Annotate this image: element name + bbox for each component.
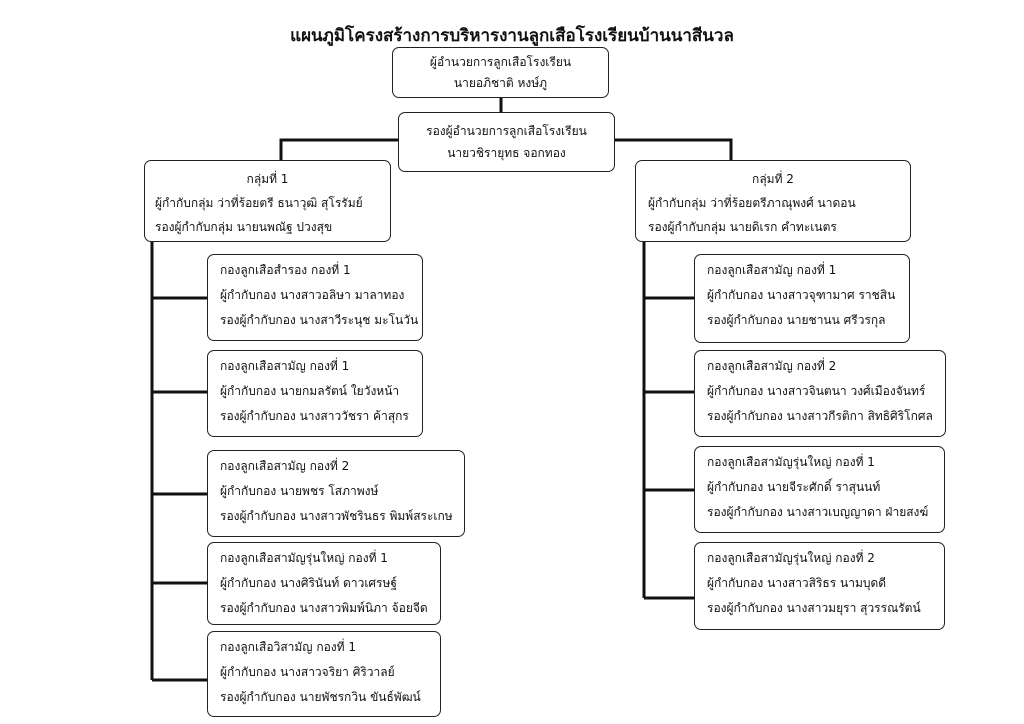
group-title: กลุ่มที่ 1 xyxy=(246,172,289,186)
unit-name: กองลูกเสือสามัญรุ่นใหญ่ กองที่ 2 xyxy=(707,551,875,565)
group-title: กลุ่มที่ 2 xyxy=(752,172,794,186)
unit-leader: ผู้กำกับกอง นางสาวจริยา ศิริวาลย์ xyxy=(220,665,395,679)
unit-box: กองลูกเสือสามัญ กองที่ 2 ผู้กำกับกอง นาง… xyxy=(694,350,946,437)
chart-title: แผนภูมิโครงสร้างการบริหารงานลูกเสือโรงเร… xyxy=(290,26,734,46)
unit-box: กองลูกเสือสำรอง กองที่ 1 ผู้กำกับกอง นาง… xyxy=(207,254,423,341)
unit-deputy: รองผู้กำกับกอง นางสาวเบญญาดา ฝ่ายสงฆ์ xyxy=(707,505,929,519)
unit-leader: ผู้กำกับกอง นางสาวอลิษา มาลาทอง xyxy=(220,288,405,302)
unit-leader: ผู้กำกับกอง นางศิรินันท์ ดาวเศรษฐ์ xyxy=(220,576,398,590)
group-leader: ผู้กำกับกลุ่ม ว่าที่ร้อยตรี ธนาวุฒิ สุโร… xyxy=(155,196,363,210)
unit-box: กองลูกเสือวิสามัญ กองที่ 1 ผู้กำกับกอง น… xyxy=(207,631,441,717)
group-deputy: รองผู้กำกับกลุ่ม นายนพณัฐ ปวงสุข xyxy=(155,220,333,234)
unit-box: กองลูกเสือสามัญ กองที่ 2 ผู้กำกับกอง นาย… xyxy=(207,450,465,537)
unit-name: กองลูกเสือสามัญ กองที่ 2 xyxy=(707,359,837,373)
unit-leader: ผู้กำกับกอง นางสาวจุฑามาศ ราชสิน xyxy=(707,288,896,302)
unit-deputy: รองผู้กำกับกอง นายพัชรกวิน ขันธ์พัฒน์ xyxy=(220,690,421,704)
unit-box: กองลูกเสือสามัญ กองที่ 1 ผู้กำกับกอง นาย… xyxy=(207,350,423,437)
unit-leader: ผู้กำกับกอง นางสาวจินตนา วงศ์เมืองจันทร์ xyxy=(707,384,926,398)
unit-box: กองลูกเสือสามัญรุ่นใหญ่ กองที่ 1 ผู้กำกั… xyxy=(207,542,441,625)
unit-name: กองลูกเสือสามัญรุ่นใหญ่ กองที่ 1 xyxy=(220,551,388,565)
unit-deputy: รองผู้กำกับกอง นางสาวพิมพ์นิภา จ้อยจีด xyxy=(220,601,428,615)
group-2-box: กลุ่มที่ 2 ผู้กำกับกลุ่ม ว่าที่ร้อยตรีภา… xyxy=(635,160,911,242)
unit-name: กองลูกเสือสามัญ กองที่ 1 xyxy=(220,359,350,373)
unit-box: กองลูกเสือสามัญรุ่นใหญ่ กองที่ 2 ผู้กำกั… xyxy=(694,542,945,630)
group-deputy: รองผู้กำกับกลุ่ม นายดิเรก คำทะเนตร xyxy=(648,220,837,234)
deputy-name: นายวชิรายุทธ จอกทอง xyxy=(447,146,566,160)
group-leader: ผู้กำกับกลุ่ม ว่าที่ร้อยตรีภาณุพงศ์ นาดอ… xyxy=(648,196,856,210)
deputy-role: รองผู้อำนวยการลูกเสือโรงเรียน xyxy=(426,124,587,138)
director-box: ผู้อำนวยการลูกเสือโรงเรียน นายอภิชาติ หง… xyxy=(392,47,609,98)
unit-box: กองลูกเสือสามัญรุ่นใหญ่ กองที่ 1 ผู้กำกั… xyxy=(694,446,945,533)
director-role: ผู้อำนวยการลูกเสือโรงเรียน xyxy=(429,55,572,69)
unit-leader: ผู้กำกับกอง นายกมลรัตน์ ใยวังหน้า xyxy=(220,384,400,398)
unit-box: กองลูกเสือสามัญ กองที่ 1 ผู้กำกับกอง นาง… xyxy=(694,254,910,343)
unit-leader: ผู้กำกับกอง นายพชร โสภาพงษ์ xyxy=(220,484,379,498)
unit-name: กองลูกเสือวิสามัญ กองที่ 1 xyxy=(220,640,357,654)
connector-deputy-group2 xyxy=(615,138,733,160)
unit-leader: ผู้กำกับกอง นางสาวสิริธร นามบุดดี xyxy=(707,576,887,590)
unit-deputy: รองผู้กำกับกอง นางสาวพัชรินธร พิมพ์สระเก… xyxy=(220,509,453,523)
unit-leader: ผู้กำกับกอง นายจีระศักดิ์ ราสุนนท์ xyxy=(707,480,881,494)
unit-name: กองลูกเสือสามัญ กองที่ 1 xyxy=(707,263,837,277)
unit-deputy: รองผู้กำกับกอง นางสาวมยุรา สุวรรณรัตน์ xyxy=(707,601,921,615)
group-1-box: กลุ่มที่ 1 ผู้กำกับกลุ่ม ว่าที่ร้อยตรี ธ… xyxy=(144,160,391,242)
unit-name: กองลูกเสือสำรอง กองที่ 1 xyxy=(220,263,351,277)
unit-deputy: รองผู้กำกับกอง นางสาวกีรติกา สิทธิศิริโก… xyxy=(707,409,933,423)
director-name: นายอภิชาติ หงษ์ภู xyxy=(453,76,548,90)
deputy-director-box: รองผู้อำนวยการลูกเสือโรงเรียน นายวชิรายุ… xyxy=(398,112,615,172)
unit-name: กองลูกเสือสามัญรุ่นใหญ่ กองที่ 1 xyxy=(707,455,875,469)
unit-deputy: รองผู้กำกับกอง นางสาววัชรา ค้าสุกร xyxy=(220,409,409,423)
unit-deputy: รองผู้กำกับกอง นายชานน ศรีวรกุล xyxy=(707,313,886,327)
connector-deputy-group1 xyxy=(279,138,398,160)
unit-deputy: รองผู้กำกับกอง นางสาวีระนุช มะโนวัน xyxy=(220,313,419,327)
unit-name: กองลูกเสือสามัญ กองที่ 2 xyxy=(220,459,350,473)
